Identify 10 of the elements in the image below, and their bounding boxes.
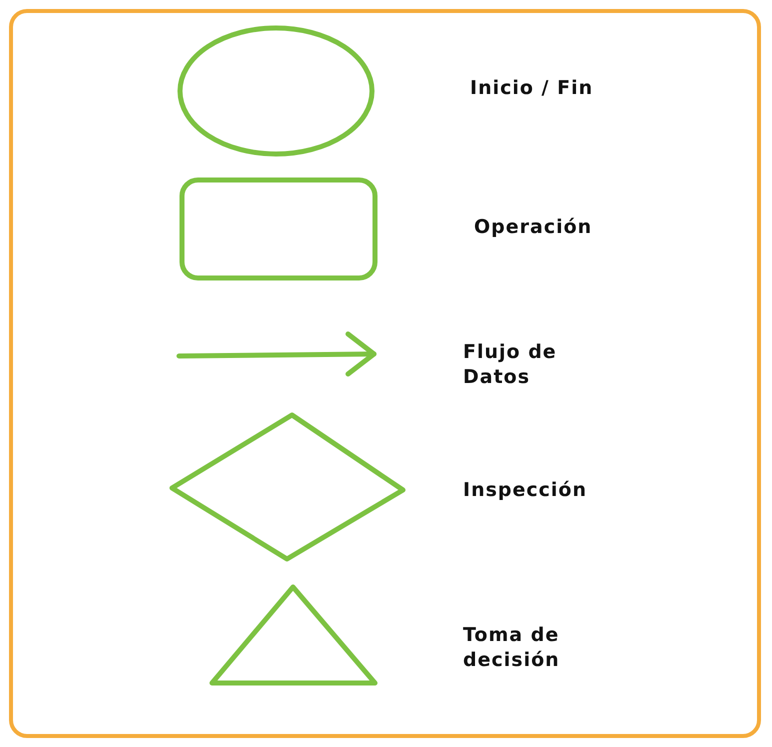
data-flow-arrow-symbol [176,330,378,378]
operation-symbol [178,176,379,282]
inspection-symbol [168,411,407,563]
decision-symbol [208,583,379,687]
symbol-label: Flujo de Datos [463,340,558,390]
symbol-label: Inspección [463,478,588,503]
symbol-label: Toma de decisión [463,623,561,673]
symbol-label: Operación [474,215,594,240]
symbol-label: Inicio / Fin [470,76,594,101]
start-end-symbol [176,24,376,158]
